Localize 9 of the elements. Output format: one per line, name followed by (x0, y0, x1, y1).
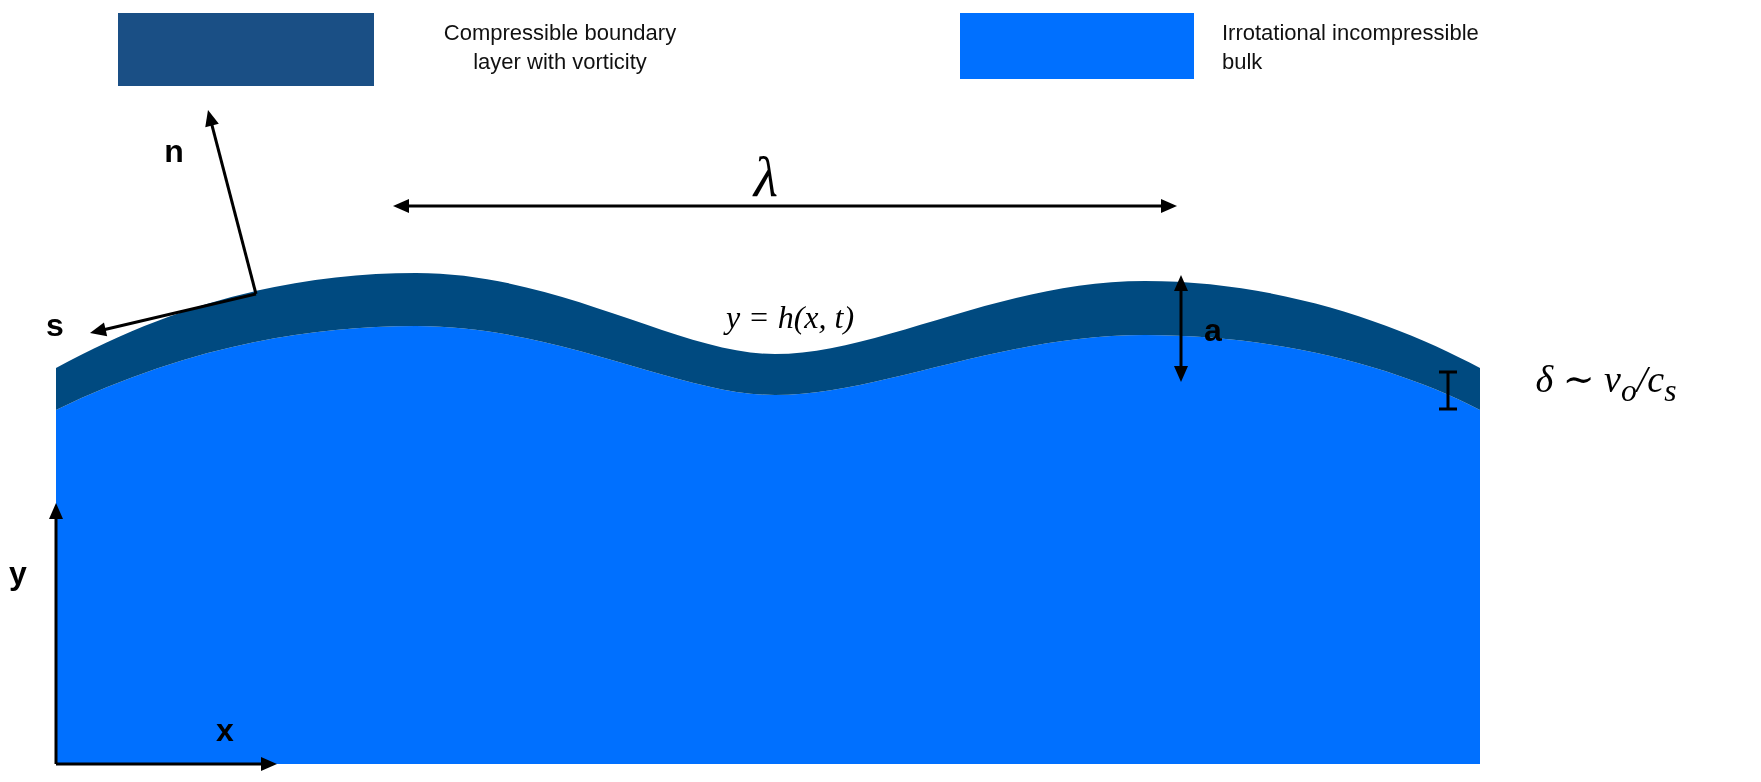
legend-text: Irrotational incompressible bulk (1222, 19, 1480, 76)
axis-label: y (9, 556, 27, 592)
math-label: y = h(x, t) (725, 300, 855, 336)
math-label: δ ∼ ν$_{o}$/c$_{s}$ (1535, 359, 1677, 409)
axis-label: n (164, 134, 184, 170)
axis-label: s (46, 308, 64, 344)
axis-label: x (216, 713, 234, 749)
math-label: λ (753, 147, 779, 209)
legend-text: Compressible boundary layer with vorticity (442, 19, 678, 76)
